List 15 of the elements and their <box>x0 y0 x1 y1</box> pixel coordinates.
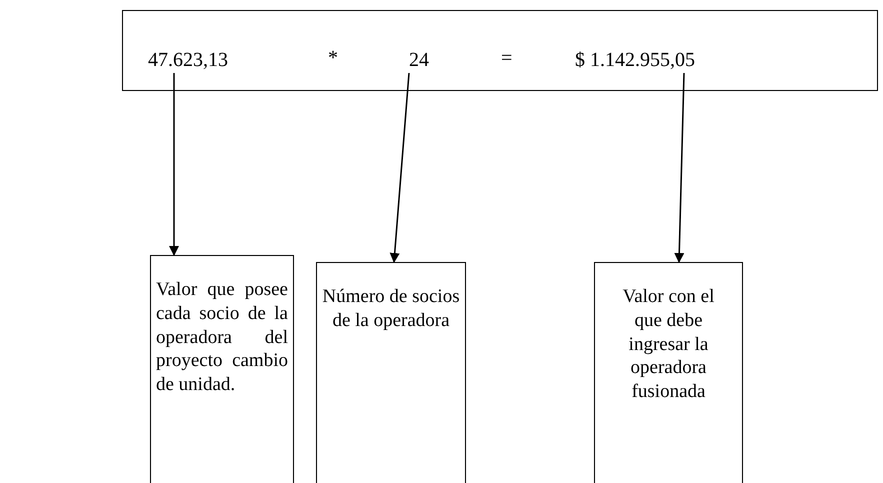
arrow <box>674 72 685 263</box>
description-box <box>594 262 743 483</box>
operator-symbol: = <box>501 47 512 70</box>
description-text: Valor con el que debe ingresar la operadora fusionada <box>622 285 716 404</box>
description-box <box>316 262 466 483</box>
arrow <box>169 73 179 256</box>
total-text: $ 1.142.955,05 <box>575 47 759 73</box>
arrow <box>390 72 410 263</box>
formula-box <box>122 10 878 91</box>
description-text: Número de socios de la operadora <box>322 285 460 332</box>
operator-symbol: * <box>328 47 338 70</box>
count-text: 24 <box>409 47 437 73</box>
amount-text: 47.623,13 <box>148 47 248 73</box>
description-text: Valor que posee cada socio de la operadora del proyecto cambio de unidad. <box>156 278 288 397</box>
description-box <box>150 255 294 483</box>
